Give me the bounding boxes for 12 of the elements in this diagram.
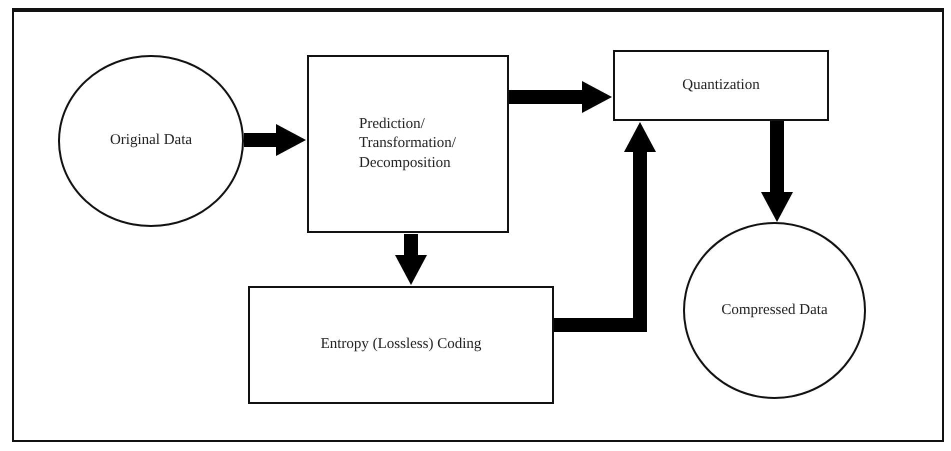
process-box [307, 55, 509, 233]
node-label: Original Data [110, 131, 192, 150]
node-label: Prediction/ Transformation/ Decomposition [359, 114, 457, 173]
node-label: Compressed Data [721, 300, 828, 320]
arrow [244, 124, 306, 156]
node-label: Quantization [682, 76, 760, 95]
node-label: Entropy (Lossless) Coding [320, 335, 482, 354]
process-box [613, 50, 829, 121]
arrow [395, 234, 427, 285]
arrow [509, 81, 612, 113]
process-box [248, 286, 554, 404]
arrow [761, 121, 793, 222]
